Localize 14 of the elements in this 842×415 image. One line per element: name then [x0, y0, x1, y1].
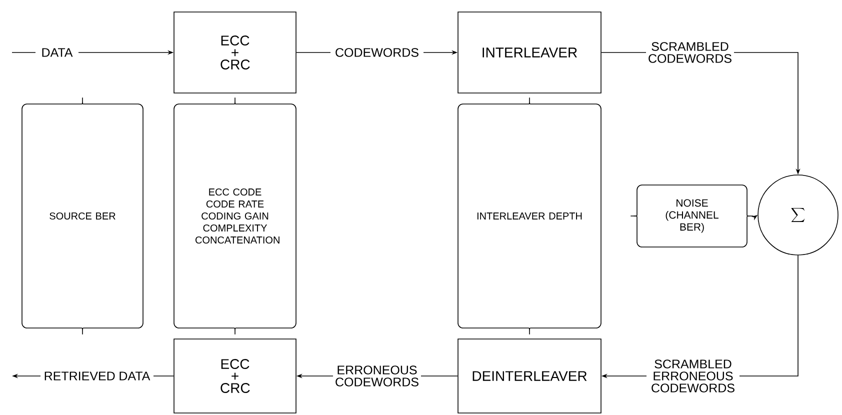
edge-label: SCRAMBLED ERRONEOUS CODEWORDS	[646, 358, 740, 394]
edge-label: ERRONEOUS CODEWORDS	[333, 364, 421, 388]
brace-box: INTERLEAVER DEPTH	[458, 98, 602, 334]
edge-label: CODEWORDS	[330, 46, 424, 58]
edge-label: RETRIEVED DATA	[40, 370, 154, 382]
brace-box: ECC CODE CODE RATE CODING GAIN COMPLEXITY CONCATENATION	[174, 98, 296, 334]
process-box: ECC + CRC	[174, 338, 296, 414]
edge-label: SCRAMBLED CODEWORDS	[646, 40, 734, 64]
brace-box: SOURCE BER	[22, 98, 144, 334]
process-box: ECC + CRC	[174, 12, 296, 94]
process-box: INTERLEAVER	[458, 12, 602, 94]
process-box: DEINTERLEAVER	[458, 338, 602, 414]
edge-label: DATA	[36, 46, 78, 58]
noise-brace-box: NOISE (CHANNEL BER)	[630, 184, 754, 248]
